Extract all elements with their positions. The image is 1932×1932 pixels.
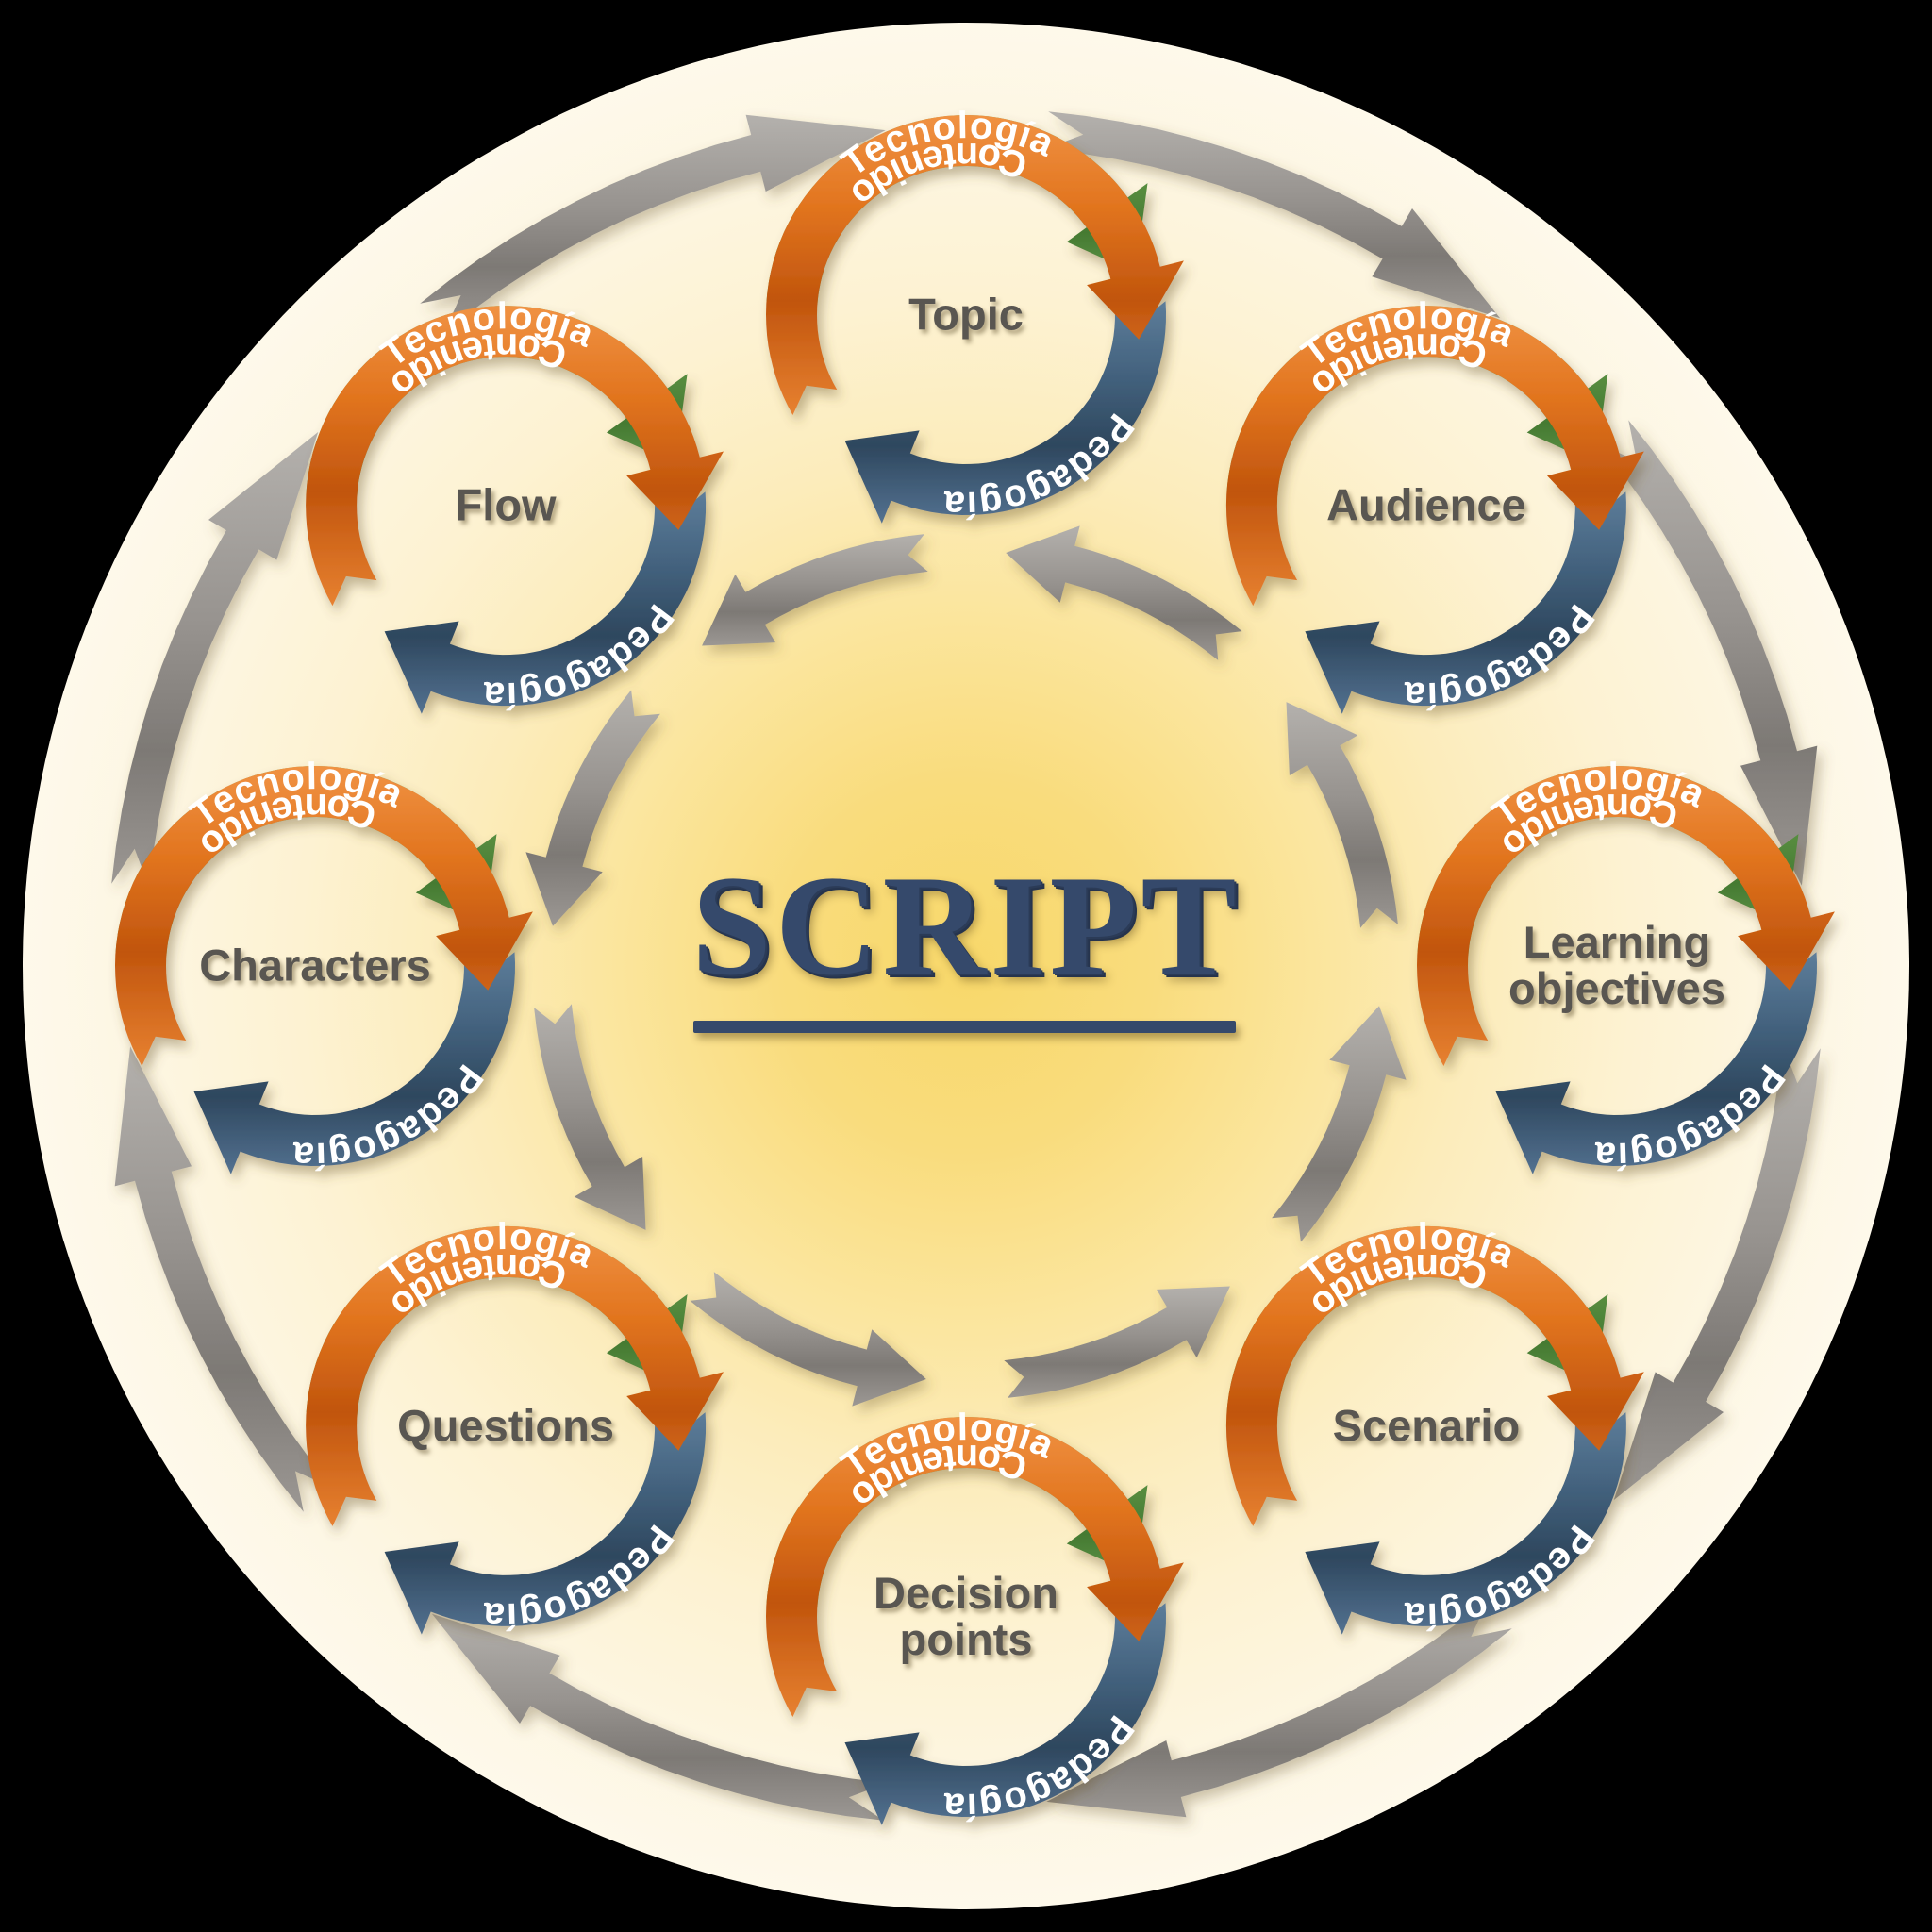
connector-arrow-inner-6 bbox=[525, 690, 660, 926]
pedagogy-arrow-decision-points bbox=[844, 1603, 1166, 1825]
node-label-audience: Audience bbox=[1326, 479, 1526, 530]
content-arrow-topic bbox=[766, 115, 1184, 415]
connector-arrow-inner-2 bbox=[1272, 1006, 1407, 1242]
circular-backdrop bbox=[23, 23, 1909, 1909]
connector-arrow-inner-4 bbox=[690, 1272, 926, 1407]
page-title-underline bbox=[693, 1021, 1236, 1033]
node-label-flow: Flow bbox=[455, 479, 557, 530]
pedagogy-arrow-characters bbox=[193, 952, 515, 1174]
connector-arrow-outer-7 bbox=[420, 114, 886, 333]
connector-arrow-inner-0 bbox=[1006, 525, 1242, 660]
pedagogy-arrow-topic bbox=[844, 301, 1166, 524]
content-arrow-flow bbox=[306, 306, 724, 607]
connector-arrow-outer-3 bbox=[1046, 1599, 1512, 1818]
pedagogy-arrow-flow bbox=[384, 491, 707, 714]
connector-arrow-inner-3 bbox=[1004, 1286, 1230, 1398]
connector-arrow-inner-7 bbox=[702, 534, 928, 646]
content-arrow-learning-objectives bbox=[1417, 766, 1835, 1066]
node-label-questions: Questions bbox=[397, 1400, 615, 1451]
content-arrow-characters bbox=[115, 766, 533, 1066]
content-arrow-decision-points bbox=[766, 1417, 1184, 1717]
connector-arrow-outer-6 bbox=[111, 431, 319, 888]
connector-arrow-outer-4 bbox=[431, 1613, 888, 1821]
node-label-decision-points: Decision points bbox=[874, 1568, 1058, 1664]
connector-arrow-outer-5 bbox=[114, 1046, 333, 1512]
pedagogy-arrow-questions bbox=[384, 1412, 707, 1635]
connector-arrow-inner-1 bbox=[1286, 702, 1398, 928]
page-title: SCRIPT bbox=[691, 846, 1241, 1005]
node-label-characters: Characters bbox=[199, 940, 431, 991]
connector-arrow-inner-5 bbox=[534, 1004, 646, 1230]
connector-arrow-outer-1 bbox=[1599, 420, 1818, 886]
content-arrow-audience bbox=[1225, 306, 1644, 607]
pedagogy-arrow-audience bbox=[1305, 491, 1626, 714]
content-arrow-scenario bbox=[1225, 1225, 1644, 1526]
content-arrow-questions bbox=[306, 1225, 724, 1526]
pedagogy-arrow-learning-objectives bbox=[1495, 952, 1817, 1174]
connector-arrow-outer-2 bbox=[1613, 1044, 1821, 1501]
pedagogy-arrow-scenario bbox=[1305, 1412, 1626, 1635]
node-label-scenario: Scenario bbox=[1332, 1400, 1521, 1451]
node-label-learning-objectives: Learning objectives bbox=[1508, 917, 1725, 1013]
connector-arrow-outer-0 bbox=[1044, 111, 1501, 319]
node-label-topic: Topic bbox=[908, 289, 1024, 340]
